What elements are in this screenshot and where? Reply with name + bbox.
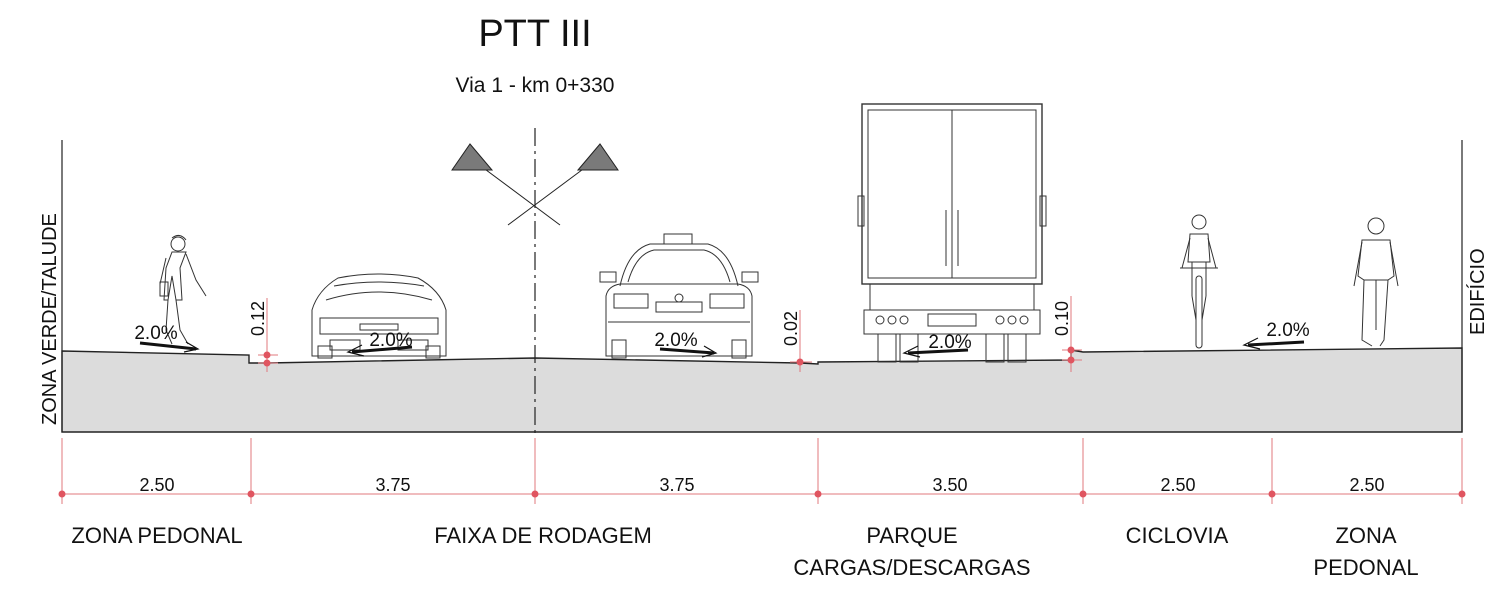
width-label-5: 2.50 bbox=[1160, 475, 1195, 495]
zone-label-zona-pedonal-right-line2: PEDONAL bbox=[1313, 555, 1418, 580]
slope-label-1: 2.0% bbox=[134, 323, 177, 344]
zone-label-ciclovia: CICLOVIA bbox=[1126, 523, 1229, 548]
width-label-1: 2.50 bbox=[139, 475, 174, 495]
width-label-4: 3.50 bbox=[932, 475, 967, 495]
slope-label-5: 2.0% bbox=[1266, 320, 1309, 341]
curb-dimension-3 bbox=[1062, 296, 1082, 372]
curb-dimension-2 bbox=[790, 310, 812, 372]
axis-marker-icon bbox=[451, 143, 619, 226]
pavement-section bbox=[61, 347, 1463, 433]
zone-label-parque-line1: PARQUE bbox=[866, 523, 957, 548]
zone-label-zona-pedonal-right-line1: ZONA bbox=[1335, 523, 1396, 548]
truck-rear-icon bbox=[857, 103, 1047, 363]
zone-label-zona-pedonal-left: ZONA PEDONAL bbox=[71, 523, 242, 548]
drawing-subtitle: Via 1 - km 0+330 bbox=[456, 74, 615, 97]
curb-dimension-1 bbox=[258, 298, 278, 372]
slope-label-4: 2.0% bbox=[928, 332, 971, 353]
width-label-3: 3.75 bbox=[659, 475, 694, 495]
pedestrian-woman-icon bbox=[159, 234, 207, 345]
side-label-left: ZONA VERDE/TALUDE bbox=[39, 213, 61, 425]
cyclist-icon bbox=[1180, 214, 1218, 349]
width-label-6: 2.50 bbox=[1349, 475, 1384, 495]
curb-height-label-1: 0.12 bbox=[248, 301, 268, 336]
side-label-right: EDIFÍCIO bbox=[1466, 248, 1489, 335]
drawing-title: PTT III bbox=[478, 13, 591, 55]
zone-label-parque-line2: CARGAS/DESCARGAS bbox=[793, 555, 1030, 580]
width-label-2: 3.75 bbox=[375, 475, 410, 495]
car-rear-icon bbox=[311, 273, 447, 359]
curb-height-label-3: 0.10 bbox=[1052, 301, 1072, 336]
slope-arrows bbox=[139, 337, 1305, 358]
pedestrian-man-icon bbox=[1353, 217, 1399, 347]
width-dimension-line bbox=[58, 438, 1466, 504]
curb-height-label-2: 0.02 bbox=[781, 311, 801, 346]
slope-label-3: 2.0% bbox=[654, 330, 697, 351]
slope-label-2: 2.0% bbox=[369, 330, 412, 351]
taxi-rear-icon bbox=[599, 233, 759, 359]
zone-label-faixa: FAIXA DE RODAGEM bbox=[434, 523, 652, 548]
